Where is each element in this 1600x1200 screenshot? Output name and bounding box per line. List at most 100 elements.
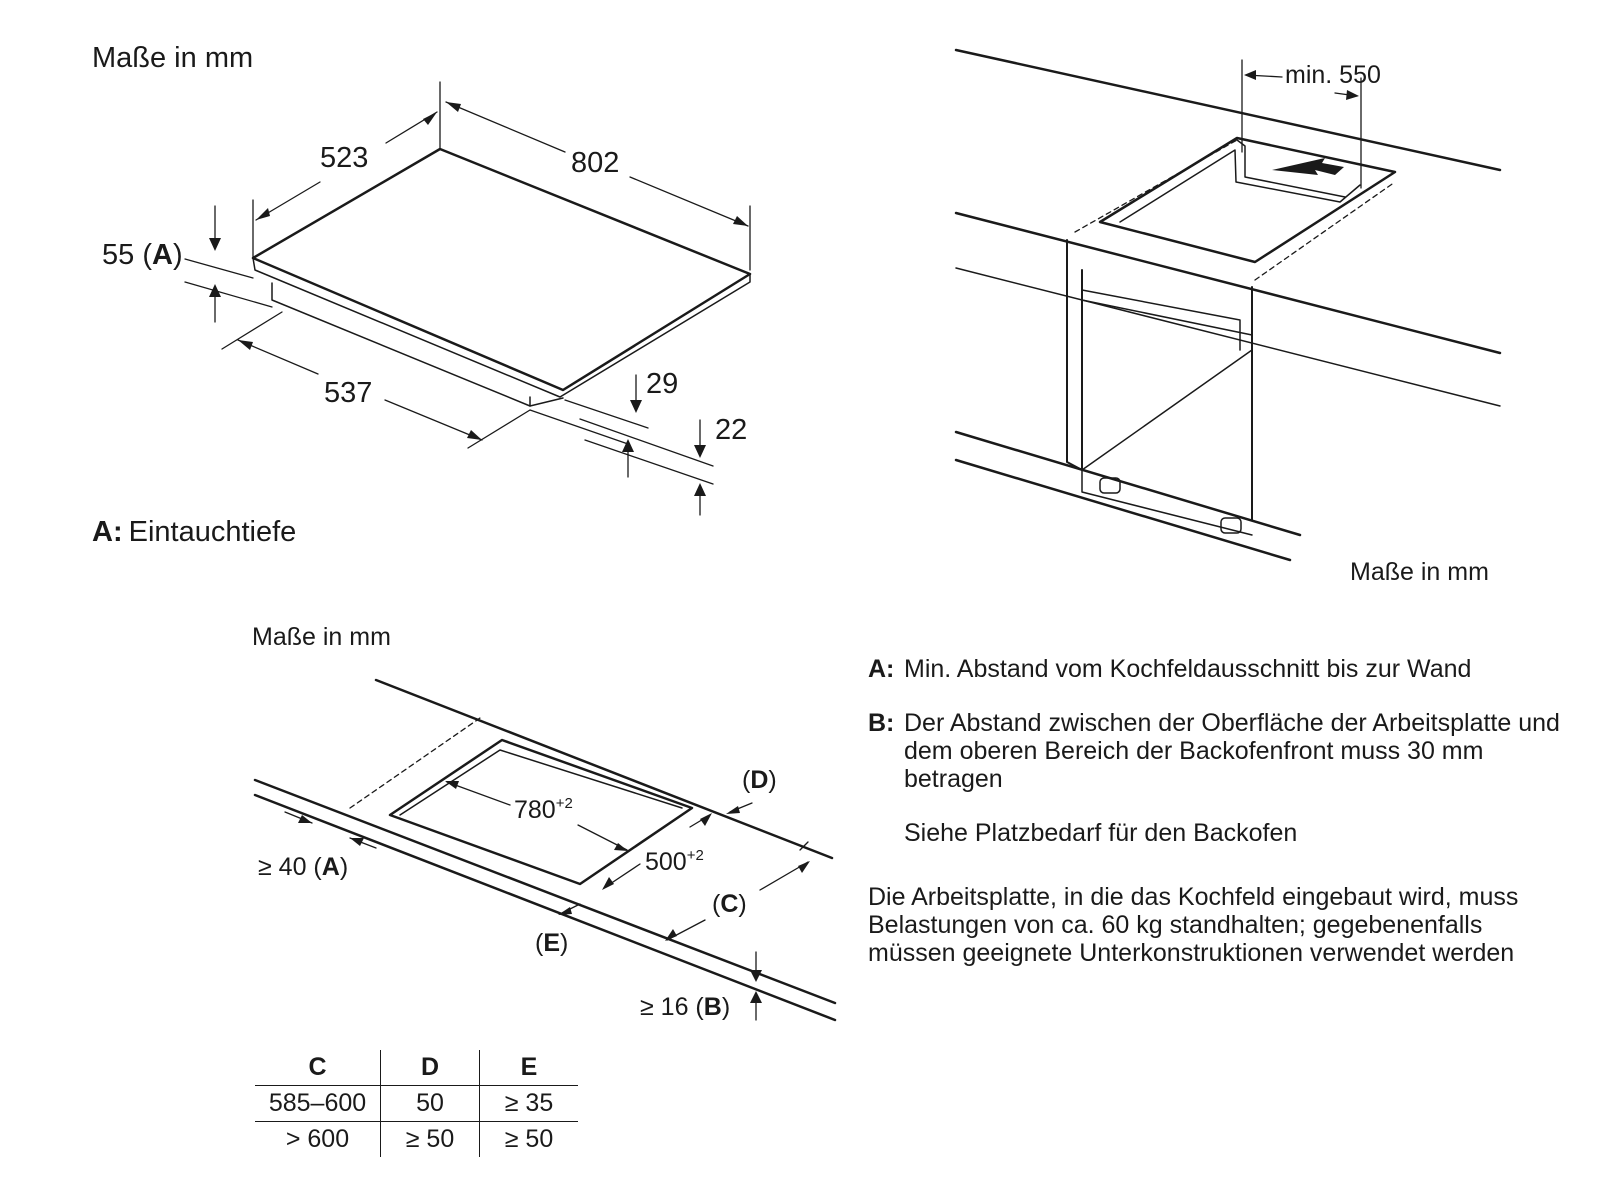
arrow-550-left <box>1244 70 1256 80</box>
arrow-523-left <box>256 208 270 220</box>
table-row: > 600 ≥ 50 ≥ 50 <box>255 1121 578 1157</box>
worktop-cutout <box>388 738 694 886</box>
table-cell: ≥ 35 <box>479 1085 578 1122</box>
hob-housing-foot <box>529 397 564 407</box>
ext-537-right <box>467 409 531 449</box>
legend-text-a: Min. Abstand vom Kochfeldausschnitt bis … <box>904 655 1472 683</box>
dim-40-label: ≥ 40 (A) <box>258 853 348 881</box>
dim-523-label: 523 <box>320 142 368 174</box>
arrow-40-left <box>298 815 312 823</box>
arrow-22-top <box>694 445 706 458</box>
wall-strip <box>1236 139 1346 198</box>
arrow-c-top <box>798 861 810 873</box>
arrow-500-top <box>700 813 712 826</box>
legend-text-b: Der Abstand zwischen der Oberfläche der … <box>904 709 1560 793</box>
ext-55-top <box>184 258 254 279</box>
dashed-guide-1 <box>1074 139 1238 233</box>
dim-500-label: 500+2 <box>645 847 704 876</box>
hob-glass-top <box>251 147 752 392</box>
arrow-22-bottom <box>694 483 706 496</box>
arrow-e <box>558 907 572 915</box>
cutout-drawing: Maße in mm 780+2 500+2 ≥ 40 (A) (D) <box>252 623 837 1022</box>
dim-802-line-b <box>629 176 749 227</box>
cabinet-floor-diag <box>1081 349 1253 471</box>
table-header-e: E <box>479 1050 578 1086</box>
dashed-cutout-guide <box>349 717 481 809</box>
arrow-29-top <box>630 400 642 413</box>
worktop-back-edge <box>374 678 834 860</box>
worktop-front-edge-bottom <box>253 793 837 1022</box>
dim-e-label: (E) <box>535 929 568 957</box>
arrow-523-right <box>423 112 437 125</box>
dim-802-line-a <box>445 101 566 153</box>
cabinet-foot-left <box>1099 477 1121 494</box>
arrow-d <box>726 806 740 814</box>
arrow-55-top <box>209 238 221 251</box>
arrow-537-right <box>467 430 482 440</box>
dashed-guide-2 <box>1254 181 1396 281</box>
legend-key-b: B: <box>868 709 895 737</box>
ext-55-bottom <box>184 281 273 308</box>
hob-housing <box>271 282 531 407</box>
clearance-table: C D E 585–600 50 ≥ 35 > 600 ≥ 50 ≥ 50 <box>255 1050 578 1157</box>
hob-units-label: Maße in mm <box>92 42 253 74</box>
floor-line-2 <box>954 458 1292 562</box>
cabinet-foot-right <box>1220 517 1242 534</box>
ext-22-bottom <box>584 439 714 485</box>
legend-key-a: A: <box>868 655 895 683</box>
dim-29-label: 29 <box>646 368 678 400</box>
arrow-40-right <box>350 838 364 846</box>
table-header-c: C <box>255 1050 381 1086</box>
cabinet-plinth <box>1081 469 1253 536</box>
arrow-c-bottom <box>665 929 677 941</box>
arrow-500-bottom <box>602 877 614 890</box>
table-cell: > 600 <box>255 1121 381 1157</box>
legend: A: Min. Abstand vom Kochfeldausschnitt b… <box>868 655 1568 967</box>
dim-55-label: 55 (A) <box>102 239 183 271</box>
table-cell: ≥ 50 <box>504 1125 554 1153</box>
cutout-inner-edge <box>399 749 683 816</box>
table-header-row: C D E <box>255 1050 578 1086</box>
dim-802-label: 802 <box>571 147 619 179</box>
dim-d-label: (D) <box>742 766 777 794</box>
arrow-16-top <box>750 970 762 982</box>
dim-c-label: (C) <box>712 890 747 918</box>
worktop-underside-edge <box>955 267 1501 407</box>
dim-780-line-a <box>446 781 511 806</box>
arrow-550-right <box>1346 90 1359 100</box>
hob-glass-edge <box>252 257 751 398</box>
ext-537-left <box>221 311 283 350</box>
arrow-55-bottom <box>209 284 221 297</box>
dim-22-label: 22 <box>715 414 747 446</box>
cutout-opening <box>1098 136 1397 264</box>
arrow-537-left <box>238 340 253 350</box>
legend-item-b: B: Der Abstand zwischen der Oberfläche d… <box>868 709 1568 793</box>
legend-item-a: A: Min. Abstand vom Kochfeldausschnitt b… <box>868 655 1568 683</box>
wall-top-line <box>954 48 1502 172</box>
floor-line-1 <box>954 430 1302 537</box>
arrow-780-left <box>445 781 459 789</box>
worktop-front-edge <box>954 211 1502 355</box>
ext-22-top <box>579 418 714 467</box>
dim-16-label: ≥ 16 (B) <box>640 993 730 1021</box>
ext-29-top <box>564 399 649 429</box>
ext-29-bottom <box>529 409 629 445</box>
dim-780-label: 780+2 <box>514 795 573 824</box>
arrow-780-right <box>614 843 628 851</box>
table-cell: 585–600 <box>255 1085 381 1122</box>
arrow-802-left <box>446 102 461 112</box>
arrow-29-bottom <box>622 439 634 452</box>
worktop-front-edge-top <box>253 778 837 1005</box>
table-row: 585–600 50 ≥ 35 <box>255 1085 578 1122</box>
table-cell: 50 <box>380 1085 480 1122</box>
legend-note-b: Siehe Platzbedarf für den Backofen <box>904 819 1298 847</box>
arrow-16-bottom <box>750 991 762 1003</box>
table-header-d: D <box>380 1050 480 1086</box>
airflow-arrow-icon <box>1272 158 1344 175</box>
hob-footnote: A:Eintauchtiefe <box>92 516 296 548</box>
dim-550-label: min. 550 <box>1285 61 1381 89</box>
arrow-802-right <box>733 216 748 226</box>
cabinet-rail <box>1081 289 1253 351</box>
dim-537-line-b <box>384 399 483 441</box>
